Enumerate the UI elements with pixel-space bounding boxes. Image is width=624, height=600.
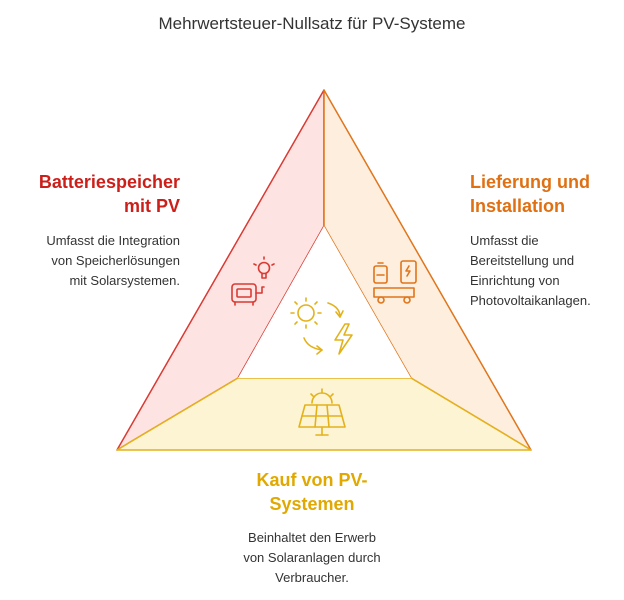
- delivery-installation-description-line: Bereitstellung und: [470, 253, 575, 268]
- battery-bulb-icon: [231, 256, 275, 306]
- pv-purchase-heading: Kauf von PV- Systemen: [212, 468, 412, 516]
- battery-storage-description-line: mit Solarsystemen.: [69, 273, 180, 288]
- delivery-truck-icon: [373, 260, 417, 304]
- pv-purchase-heading-line: Systemen: [269, 494, 355, 514]
- battery-storage-description-line: Umfasst die Integration: [46, 233, 180, 248]
- diagram-title: Mehrwertsteuer-Nullsatz für PV-Systeme: [158, 14, 466, 33]
- pv-purchase-description: Beinhaltet den Erwerb von Solaranlagen d…: [212, 528, 412, 588]
- inner-triangle: [238, 226, 411, 378]
- delivery-installation-description-line: Photovoltaikanlagen.: [470, 293, 591, 308]
- battery-storage-description-line: von Speicherlösungen: [51, 253, 180, 268]
- delivery-installation-description-line: Umfasst die: [470, 233, 539, 248]
- pv-purchase-description-line: Beinhaltet den Erwerb: [248, 530, 376, 545]
- delivery-installation-heading-line: Installation: [470, 196, 566, 216]
- pv-purchase-description-line: von Solaranlagen durch: [243, 550, 381, 565]
- battery-storage-heading-line: Batteriespeicher: [38, 172, 180, 192]
- delivery-installation-heading: Lieferung und Installation: [470, 170, 620, 218]
- pv-purchase-heading-line: Kauf von PV-: [256, 470, 368, 490]
- sun-energy-cycle-icon: [290, 297, 353, 355]
- battery-storage-heading-line: mit PV: [123, 196, 180, 216]
- delivery-installation-description-line: Einrichtung von: [470, 273, 560, 288]
- battery-storage-heading: Batteriespeicher mit PV: [0, 170, 180, 218]
- solar-panel-icon: [298, 388, 346, 436]
- battery-storage-description: Umfasst die Integration von Speicherlösu…: [0, 231, 180, 291]
- delivery-installation-heading-line: Lieferung und: [470, 172, 590, 192]
- delivery-installation-description: Umfasst die Bereitstellung und Einrichtu…: [470, 231, 620, 311]
- pv-purchase-description-line: Verbraucher.: [275, 570, 349, 585]
